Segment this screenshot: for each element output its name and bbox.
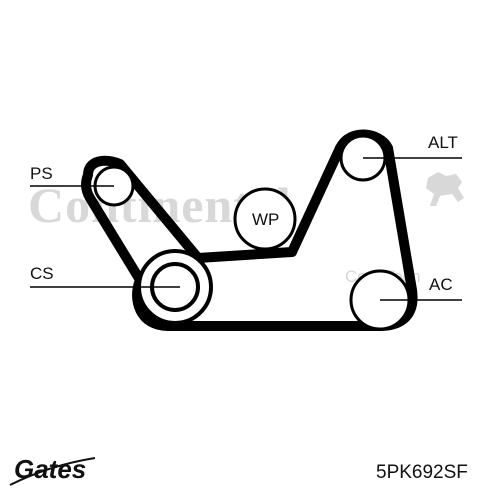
belt-path (81, 129, 418, 331)
pulley-cs: CS (30, 249, 213, 325)
pulley-alt: ALT (339, 133, 462, 182)
gates-logo: Gates (9, 454, 96, 486)
horse-logo-icon (426, 172, 464, 206)
pulley-ac-label: AC (429, 275, 453, 294)
pulley-wp-circle (233, 187, 297, 251)
pulley-alt-label: ALT (428, 133, 458, 152)
gates-logo-text: Gates (14, 454, 86, 484)
gates-swoosh-icon (9, 457, 96, 486)
pulley-ps: PS (30, 164, 135, 207)
pulley-ac: AC (349, 269, 462, 331)
belt (81, 129, 418, 331)
pulley-cs-label: CS (30, 264, 54, 283)
pulley-wp-label: WP (252, 210, 279, 229)
pulley-ps-label: PS (30, 164, 53, 183)
pulley-wp: WP (233, 187, 297, 251)
part-number: 5PK692SF (376, 462, 468, 483)
